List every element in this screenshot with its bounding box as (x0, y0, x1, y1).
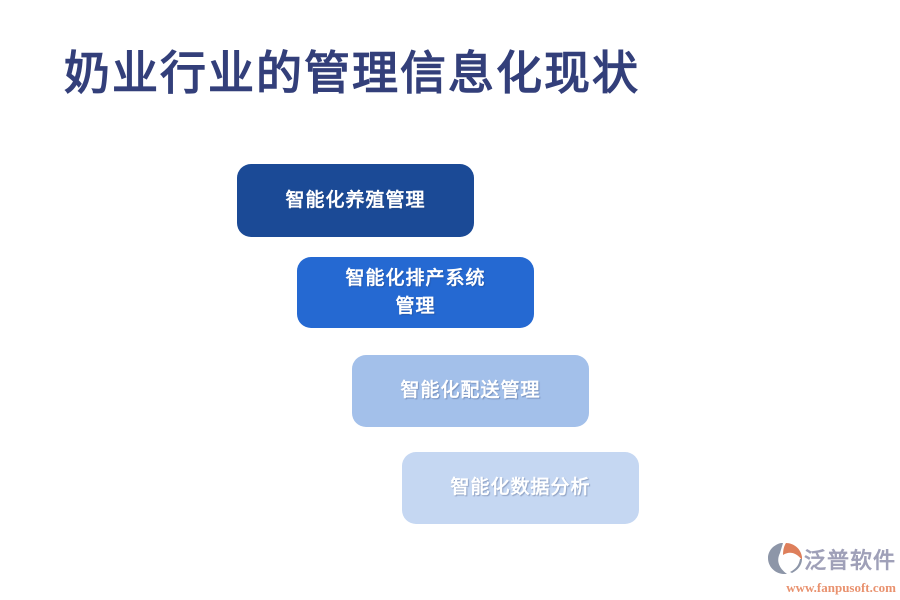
watermark: 泛普软件 www.fanpusoft.com (756, 543, 896, 596)
step-label: 智能化排产系统 管理 (345, 267, 486, 317)
step-label: 智能化数据分析 (450, 477, 591, 499)
watermark-url: www.fanpusoft.com (786, 580, 896, 596)
step-label: 智能化配送管理 (400, 380, 541, 402)
step-label: 智能化养殖管理 (285, 189, 426, 211)
fanpu-logo-icon (767, 543, 802, 579)
step-box-production-scheduling: 智能化排产系统 管理 (297, 257, 534, 328)
step-box-distribution-management: 智能化配送管理 (352, 355, 589, 427)
step-box-breeding-management: 智能化养殖管理 (237, 164, 474, 237)
watermark-brand-name: 泛普软件 (803, 548, 896, 574)
page-title: 奶业行业的管理信息化现状 (64, 48, 640, 99)
step-box-data-analysis: 智能化数据分析 (402, 452, 639, 524)
